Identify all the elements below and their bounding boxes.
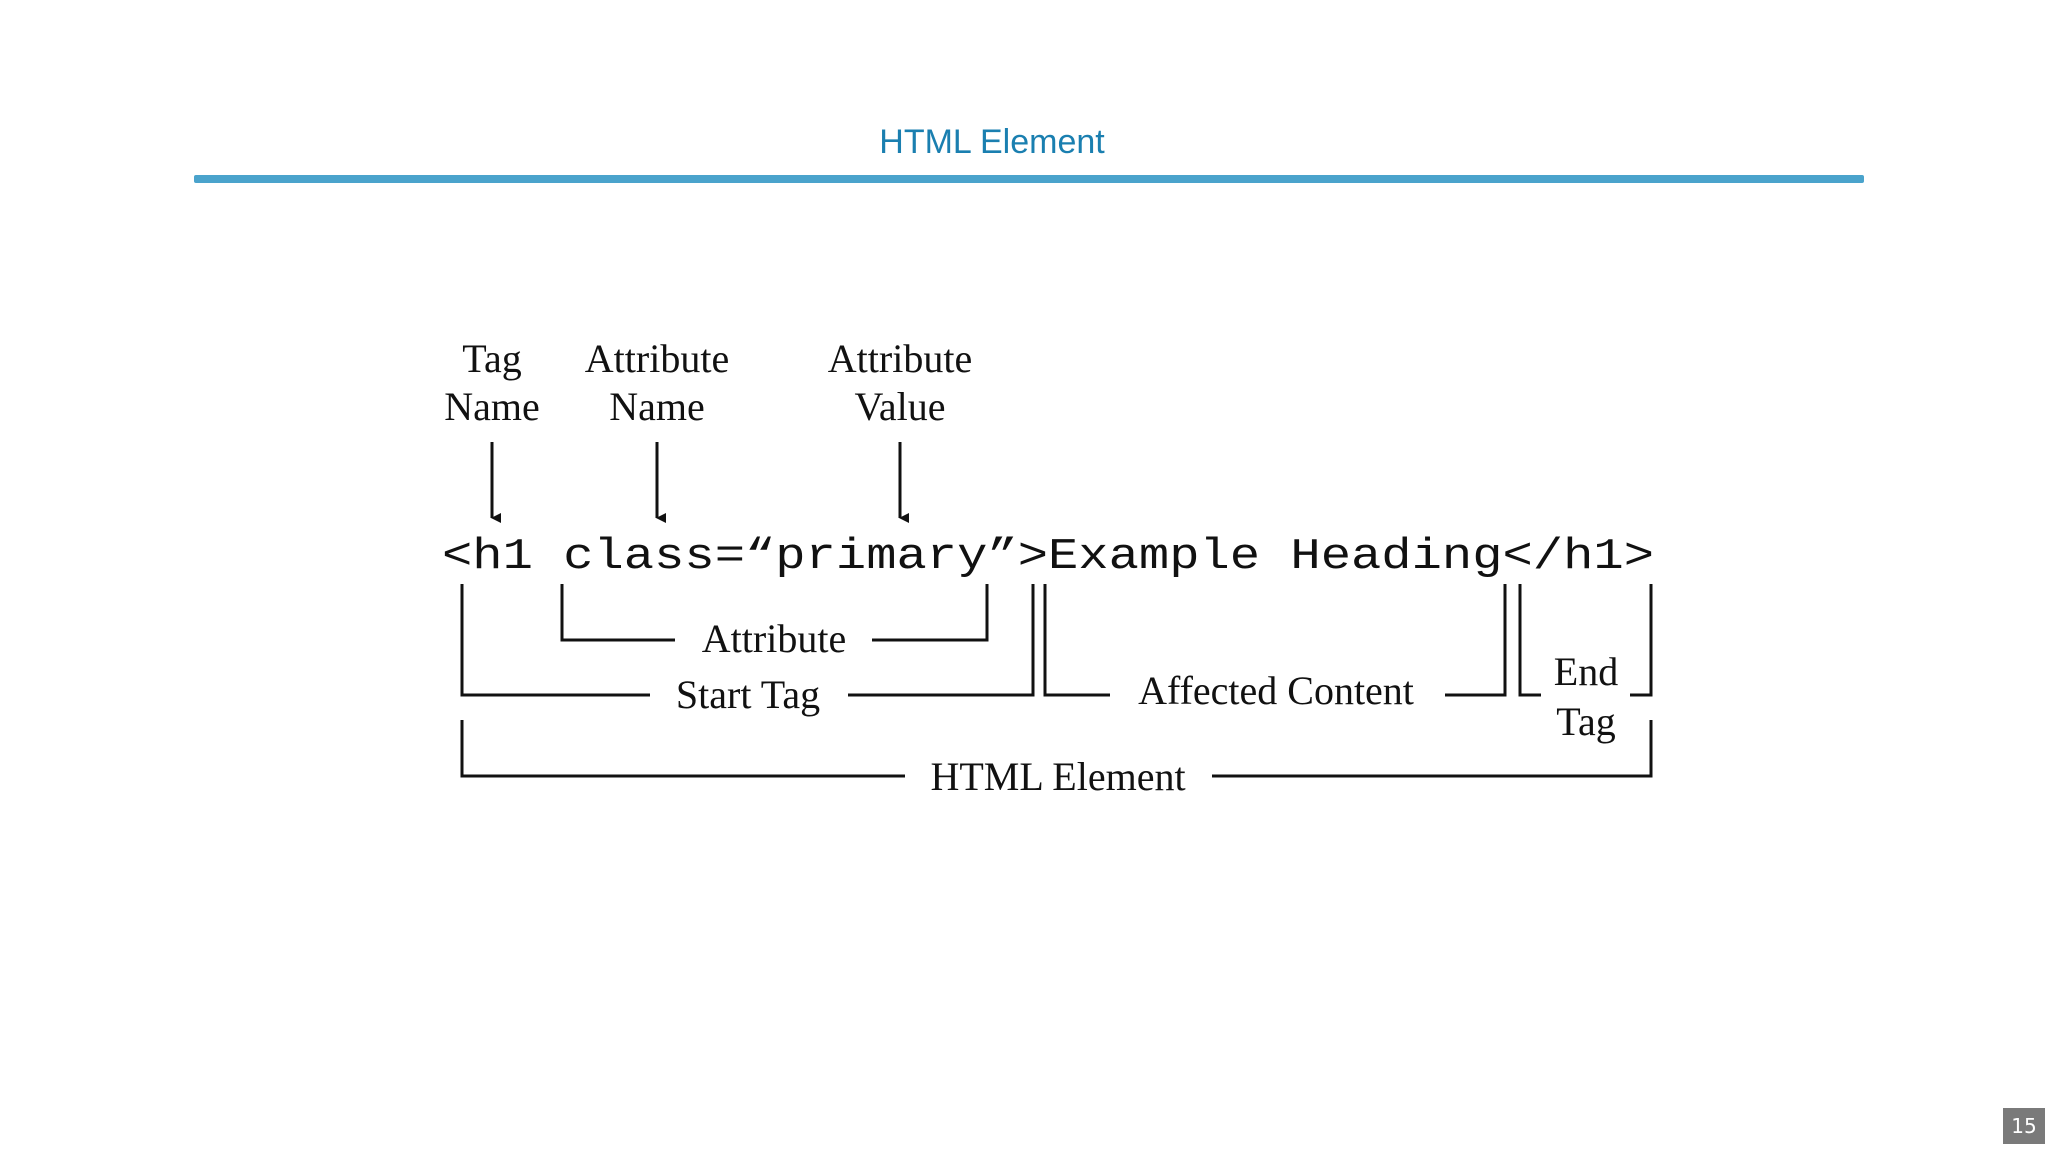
bracket-attribute	[560, 584, 989, 642]
label-affected-content: Affected Content	[1138, 668, 1414, 713]
label-end-tag-line2: Tag	[1556, 699, 1615, 744]
bracket-affected-content	[1043, 584, 1507, 697]
label-tag-name-line1: Tag	[462, 336, 521, 381]
bracket-end-tag	[1518, 584, 1653, 697]
label-attribute-name-line2: Name	[609, 384, 705, 429]
label-start-tag: Start Tag	[676, 672, 820, 717]
label-tag-name-line2: Name	[444, 384, 540, 429]
bracket-start-tag	[460, 584, 1035, 697]
label-attribute-value-line1: Attribute	[828, 336, 972, 381]
bracket-html-element	[460, 720, 1653, 778]
label-html-element: HTML Element	[930, 754, 1185, 799]
page-number: 15	[2003, 1108, 2045, 1144]
label-attribute-name-line1: Attribute	[585, 336, 729, 381]
code-line: <h1 class=“primary”>Example Heading</h1>	[442, 532, 1654, 582]
label-attribute: Attribute	[702, 616, 846, 661]
slide-title: HTML Element	[879, 123, 1105, 161]
label-end-tag-line1: End	[1554, 649, 1618, 694]
label-attribute-value-line2: Value	[854, 384, 945, 429]
title-rule	[194, 175, 1864, 183]
